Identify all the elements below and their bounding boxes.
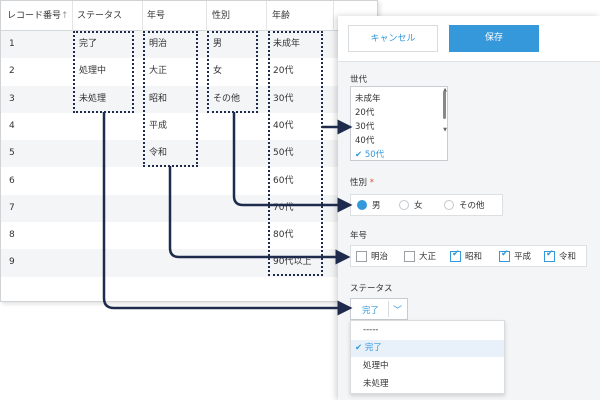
era-cell: 昭和 [149, 93, 168, 104]
table-row[interactable] [1, 31, 377, 59]
gender-radio-label: その他 [459, 201, 485, 211]
era-checkbox-heisei[interactable]: ✔ [499, 249, 510, 262]
age-highlight-box [268, 31, 323, 276]
listbox-scrollbar[interactable] [443, 91, 446, 119]
status-cell: 完了 [79, 39, 98, 49]
dropdown-option[interactable]: ----- [363, 325, 379, 335]
record-number-cell: 5 [9, 148, 15, 159]
gender-radio-group: 男 女 その他 [350, 194, 503, 216]
era-cell: 明治 [149, 39, 168, 49]
era-checkbox-label: 昭和 [465, 252, 483, 262]
cancel-button[interactable]: キャンセル [348, 25, 438, 52]
era-checkbox-group: 明治 大正 ✔ 昭和 ✔ 平成 ✔ 令和 [350, 245, 587, 267]
era-checkbox-meiji[interactable] [356, 251, 367, 262]
dropdown-option-active[interactable]: ✔ 完了 [351, 340, 504, 357]
check-icon: ✔ [546, 249, 554, 259]
records-table: レコード番号↑ ステータス 年号 性別 年齢 1 2 3 4 5 6 7 8 9… [0, 0, 378, 302]
gender-radio-label: 男 [372, 201, 381, 211]
era-checkbox-label: 大正 [419, 252, 437, 262]
table-header: レコード番号↑ ステータス 年号 性別 年齢 [1, 1, 377, 31]
age-cell: 20代 [273, 66, 294, 77]
era-checkbox-taisho[interactable] [404, 251, 415, 262]
gender-cell: 女 [213, 66, 223, 77]
check-icon: ✔ [452, 249, 460, 259]
era-checkbox-showa[interactable]: ✔ [450, 249, 461, 262]
scroll-up-icon[interactable]: ▲ [443, 87, 447, 93]
gender-radio-label: 女 [414, 201, 423, 211]
status-select-value: 完了 [362, 306, 380, 316]
table-row[interactable] [1, 85, 377, 113]
header-status[interactable]: ステータス [77, 11, 123, 21]
record-number-cell: 8 [9, 230, 15, 241]
check-icon: ✔ [355, 150, 363, 160]
save-button[interactable]: 保存 [449, 25, 539, 52]
age-option[interactable]: 30代 [355, 122, 375, 132]
gender-radio-female[interactable] [399, 200, 409, 210]
status-field-label: ステータス [350, 284, 393, 294]
age-option[interactable]: 未成年 [355, 94, 381, 104]
era-checkbox-label: 平成 [514, 252, 532, 262]
age-listbox[interactable]: 未成年 20代 30代 40代 ✔ 50代 ▲ ▼ [350, 86, 448, 161]
header-gender[interactable]: 性別 [212, 11, 231, 21]
status-cell: 処理中 [79, 66, 107, 77]
age-cell: 未成年 [273, 39, 301, 49]
gender-highlight-box [207, 31, 258, 113]
era-field-label: 年号 [350, 231, 368, 241]
era-cell: 大正 [149, 66, 168, 77]
gender-radio-other[interactable] [444, 200, 454, 210]
age-option-selected[interactable]: ✔ 50代 [355, 150, 385, 160]
record-number-cell: 3 [9, 93, 15, 104]
sort-arrow-icon[interactable]: ↑ [61, 11, 69, 21]
record-number-cell: 9 [9, 257, 15, 268]
scroll-down-icon[interactable]: ▼ [443, 127, 447, 133]
record-number-cell: 1 [9, 39, 15, 49]
chevron-down-icon[interactable]: ﹀ [393, 306, 403, 316]
age-option[interactable]: 40代 [355, 136, 375, 146]
status-dropdown: ----- ✔ 完了 処理中 未処理 [350, 320, 505, 394]
header-age[interactable]: 年齢 [272, 11, 291, 21]
age-option[interactable]: 20代 [355, 108, 375, 118]
status-highlight-box [73, 31, 134, 113]
panel-toolbar: キャンセル 保存 [338, 16, 600, 62]
check-icon: ✔ [501, 249, 509, 259]
gender-cell: 男 [213, 39, 223, 49]
era-highlight-box [143, 31, 198, 167]
record-number-cell: 2 [9, 66, 15, 77]
status-select[interactable]: 完了 ﹀ [350, 298, 408, 320]
required-mark: * [369, 178, 374, 188]
age-cell: 30代 [273, 93, 294, 104]
era-checkbox-label: 令和 [559, 252, 577, 262]
status-cell: 未処理 [79, 93, 107, 104]
era-checkbox-reiwa[interactable]: ✔ [544, 249, 555, 262]
header-era[interactable]: 年号 [147, 11, 166, 21]
header-record-number[interactable]: レコード番号↑ [7, 11, 69, 21]
record-number-cell: 4 [9, 120, 15, 131]
gender-cell: その他 [213, 93, 241, 104]
record-number-cell: 7 [9, 202, 15, 213]
edit-panel: キャンセル 保存 世代 未成年 20代 30代 40代 ✔ 50代 ▲ ▼ 性別… [338, 16, 600, 400]
age-field-label: 世代 [350, 75, 368, 85]
gender-radio-male[interactable] [357, 200, 367, 210]
dropdown-option[interactable]: 処理中 [363, 361, 389, 371]
era-checkbox-label: 明治 [371, 252, 389, 262]
record-number-cell: 6 [9, 175, 15, 186]
gender-field-label: 性別 * [350, 178, 374, 188]
check-icon: ✔ [355, 343, 363, 353]
dropdown-option[interactable]: 未処理 [363, 379, 389, 389]
